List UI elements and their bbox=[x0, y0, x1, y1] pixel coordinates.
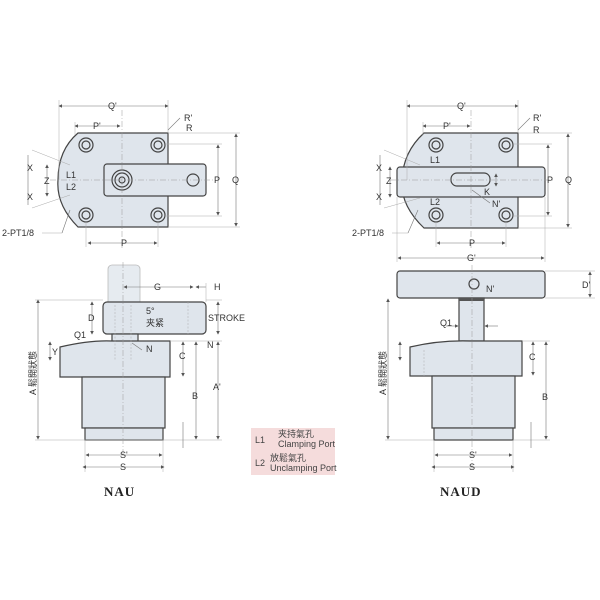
legend-zh: 放鬆氣孔 bbox=[270, 452, 306, 463]
legend-zh: 夹持氣孔 bbox=[278, 428, 314, 439]
dim-p-bottom: P bbox=[469, 238, 475, 248]
dim-x-bottom: X bbox=[27, 192, 33, 202]
clamp-angle: 5° bbox=[146, 306, 155, 316]
dim-r: R bbox=[533, 125, 540, 135]
dim-a-released: A 鬆開狀態 bbox=[27, 351, 38, 395]
released-arm-ghost bbox=[107, 264, 141, 308]
nau-cylinder bbox=[81, 376, 166, 429]
clamp-label: 夹紧 bbox=[146, 317, 164, 328]
naud-base bbox=[433, 427, 514, 441]
dim-g: G bbox=[154, 282, 161, 292]
dim-b: B bbox=[542, 392, 548, 402]
dim-p-prime: P' bbox=[93, 121, 101, 131]
dim-q-right: Q bbox=[232, 175, 239, 185]
dim-n-prime: N' bbox=[492, 199, 500, 209]
dim-r: R bbox=[186, 123, 193, 133]
dim-s-prime: S' bbox=[120, 450, 128, 460]
dim-h: H bbox=[214, 282, 221, 292]
legend-code: L2 bbox=[255, 458, 265, 468]
dim-s: S bbox=[120, 462, 126, 472]
nau-side-view: G H D 5° 夹紧 STROKE Q1 N N C Y A' B A 鬆開狀… bbox=[27, 262, 245, 499]
port-l1-label: L1 bbox=[66, 170, 76, 180]
port-legend: L1 夹持氣孔 Clamping Port L2 放鬆氣孔 Unclamping… bbox=[251, 428, 337, 475]
dim-p-bottom: P bbox=[121, 238, 127, 248]
dim-q1: Q1 bbox=[440, 318, 452, 328]
model-title-nau: NAU bbox=[104, 484, 135, 499]
dim-q-prime: Q' bbox=[108, 101, 117, 111]
port-spec: 2-PT1/8 bbox=[352, 228, 384, 238]
naud-slot bbox=[450, 172, 491, 187]
naud-flange bbox=[409, 340, 523, 377]
dim-z: Z bbox=[44, 176, 50, 186]
naud-top-view: Q' P' R' R X Z X L1 L2 K N' P Q 2-PT1/8 … bbox=[352, 100, 572, 263]
port-l1-label: L1 bbox=[430, 155, 440, 165]
dim-a-released: A 鬆開狀態 bbox=[377, 351, 388, 395]
dim-n-right: N bbox=[207, 340, 214, 350]
dim-n-prime: N' bbox=[486, 284, 494, 294]
dim-z: Z bbox=[386, 176, 392, 186]
naud-side-view: D' N' Q1 C B A 鬆開狀態 S' S NAUD bbox=[377, 265, 595, 499]
dim-d: D bbox=[88, 313, 95, 323]
dim-k: K bbox=[484, 187, 490, 197]
dim-q1: Q1 bbox=[74, 330, 86, 340]
dim-r-prime: R' bbox=[533, 113, 541, 123]
nau-arm-side bbox=[102, 301, 207, 335]
dim-c: C bbox=[179, 351, 186, 361]
bolt-hole-icons bbox=[78, 137, 166, 223]
legend-en: Unclamping Port bbox=[270, 463, 337, 473]
legend-item-l1: L1 夹持氣孔 Clamping Port bbox=[255, 428, 336, 449]
dim-x-top: X bbox=[376, 163, 382, 173]
dim-x-bottom: X bbox=[376, 192, 382, 202]
dim-n-left: N bbox=[146, 344, 153, 354]
dim-q-right: Q bbox=[565, 175, 572, 185]
model-title-naud: NAUD bbox=[440, 484, 482, 499]
dim-r-prime: R' bbox=[184, 113, 192, 123]
dim-s: S bbox=[469, 462, 475, 472]
naud-post bbox=[458, 297, 485, 342]
dim-x-top: X bbox=[27, 163, 33, 173]
dim-p-prime: P' bbox=[443, 121, 451, 131]
dim-p-right: P bbox=[547, 175, 553, 185]
dim-g-prime: G' bbox=[467, 253, 476, 263]
nau-base bbox=[84, 427, 164, 441]
dim-c: C bbox=[529, 352, 536, 362]
dim-q-prime: Q' bbox=[457, 101, 466, 111]
dim-stroke: STROKE bbox=[208, 313, 245, 323]
dim-d-prime: D' bbox=[582, 280, 590, 290]
nau-top-view: Q' P' R' R X Z X L1 L2 P Q 2-PT1/8 P bbox=[2, 100, 240, 250]
port-l2-label: L2 bbox=[66, 182, 76, 192]
dim-s-prime: S' bbox=[469, 450, 477, 460]
bolt-hole-icons bbox=[428, 137, 514, 223]
naud-cylinder bbox=[431, 375, 516, 429]
dim-y: Y bbox=[52, 347, 58, 357]
port-l2-label: L2 bbox=[430, 197, 440, 207]
dim-a-prime: A' bbox=[213, 382, 221, 392]
legend-en: Clamping Port bbox=[278, 439, 336, 449]
dim-b: B bbox=[192, 391, 198, 401]
legend-item-l2: L2 放鬆氣孔 Unclamping Port bbox=[255, 452, 337, 473]
dim-p-right: P bbox=[214, 175, 220, 185]
legend-code: L1 bbox=[255, 435, 265, 445]
port-spec: 2-PT1/8 bbox=[2, 228, 34, 238]
